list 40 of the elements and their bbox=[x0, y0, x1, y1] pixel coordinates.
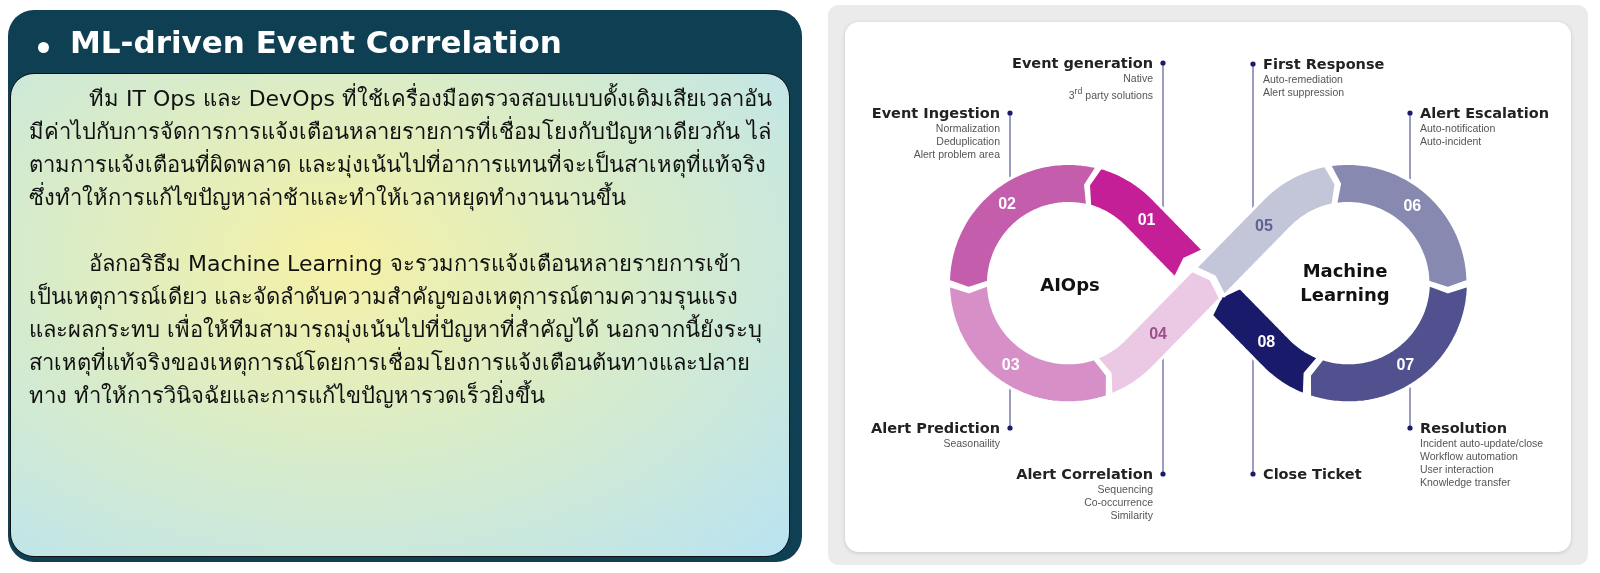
callout-text: Auto-incident bbox=[1420, 135, 1483, 148]
callout-heading: First Response bbox=[1263, 55, 1385, 73]
panel-title: ML-driven Event Correlation bbox=[70, 24, 562, 60]
callout-text: Normalization bbox=[934, 122, 1000, 135]
leader-line bbox=[1250, 61, 1256, 210]
callout-text: Workflow automation bbox=[1420, 450, 1519, 463]
callout-text: User interaction bbox=[1420, 463, 1495, 476]
callout-text: Alert suppression bbox=[1263, 86, 1346, 99]
callout-text: Co-occurrence bbox=[1083, 496, 1153, 509]
callout-text: Knowledge transfer bbox=[1420, 476, 1512, 489]
step-number: 07 bbox=[1396, 355, 1415, 374]
callout-heading: Event generation bbox=[1012, 54, 1153, 72]
step-number: 06 bbox=[1403, 197, 1422, 216]
loop-label: AIOps bbox=[1039, 273, 1101, 297]
callout-heading: Alert Prediction bbox=[871, 419, 1000, 437]
leader-line bbox=[1407, 385, 1413, 431]
callout-text: Alert problem area bbox=[912, 148, 1000, 161]
callout-heading: Resolution bbox=[1420, 419, 1509, 437]
callout-text: Deduplication bbox=[935, 135, 1000, 148]
callout-text: Seasonaility bbox=[942, 437, 1000, 450]
step-number: 02 bbox=[998, 194, 1016, 213]
step-number: 04 bbox=[1149, 324, 1167, 343]
step-number: 03 bbox=[1001, 355, 1020, 374]
callout-text: Sequencing bbox=[1096, 483, 1153, 496]
step-number: 01 bbox=[1137, 211, 1156, 230]
callout-heading: Close Ticket bbox=[1263, 465, 1362, 483]
loop-label: Machine Learning bbox=[1299, 259, 1391, 307]
callout-text: 3$^{rd}$ party solutions bbox=[1067, 85, 1153, 102]
step-number: 05 bbox=[1255, 216, 1273, 235]
callout-heading: Alert Escalation bbox=[1420, 104, 1549, 122]
callout-text: Auto-notification bbox=[1420, 122, 1497, 135]
callout-text: Incident auto-update/close bbox=[1420, 437, 1544, 450]
callout-heading: Alert Correlation bbox=[1016, 465, 1153, 483]
step-number: 08 bbox=[1257, 333, 1276, 352]
paragraph: ทีม IT Ops และ DevOps ที่ใช้เครื่องมือตรวจสอบแบบดั้งเดิมเสียเวลาอันมีค่าไปกับการจัดการการแจ้งเตือนหลายรายการที่เชื่อมโยงกับปัญหาเดียวกัน ไล่ตามการแจ้งเตือนที่ผิดพลาด และมุ่งเน้นไปที่อาการแทนที่จะเป็นสาเหตุที่แท้จริง ซึ่งทำให้การแก้ไขปัญหาล่าช้าและทำให้เวลาหยุดทำงานนานขึ้น bbox=[29, 82, 775, 214]
paragraph: อัลกอริธึม Machine Learning จะรวมการแจ้งเตือนหลายรายการเข้าเป็นเหตุการณ์เดียว และจัดลำดับความสำคัญของเหตุการณ์ตามความรุนแรงและผลกระทบ เพื่อให้ทีมสามารถมุ่งเน้นไปที่ปัญหาที่สำคัญได้ นอกจากนี้ยังระบุสาเหตุที่แท้จริงของเหตุการณ์โดยการเชื่อมโยงการแจ้งเตือนต้นทางและปลายทาง ทำให้การวินิจฉัยและการแก้ไขปัญหารวดเร็วยิ่งขึ้น bbox=[29, 250, 763, 410]
callout-text: Similarity bbox=[1109, 509, 1153, 522]
callout-heading: Event Ingestion bbox=[871, 104, 1000, 122]
callout-text: Auto-remediation bbox=[1263, 73, 1344, 86]
callout-text: Native bbox=[1122, 72, 1153, 85]
